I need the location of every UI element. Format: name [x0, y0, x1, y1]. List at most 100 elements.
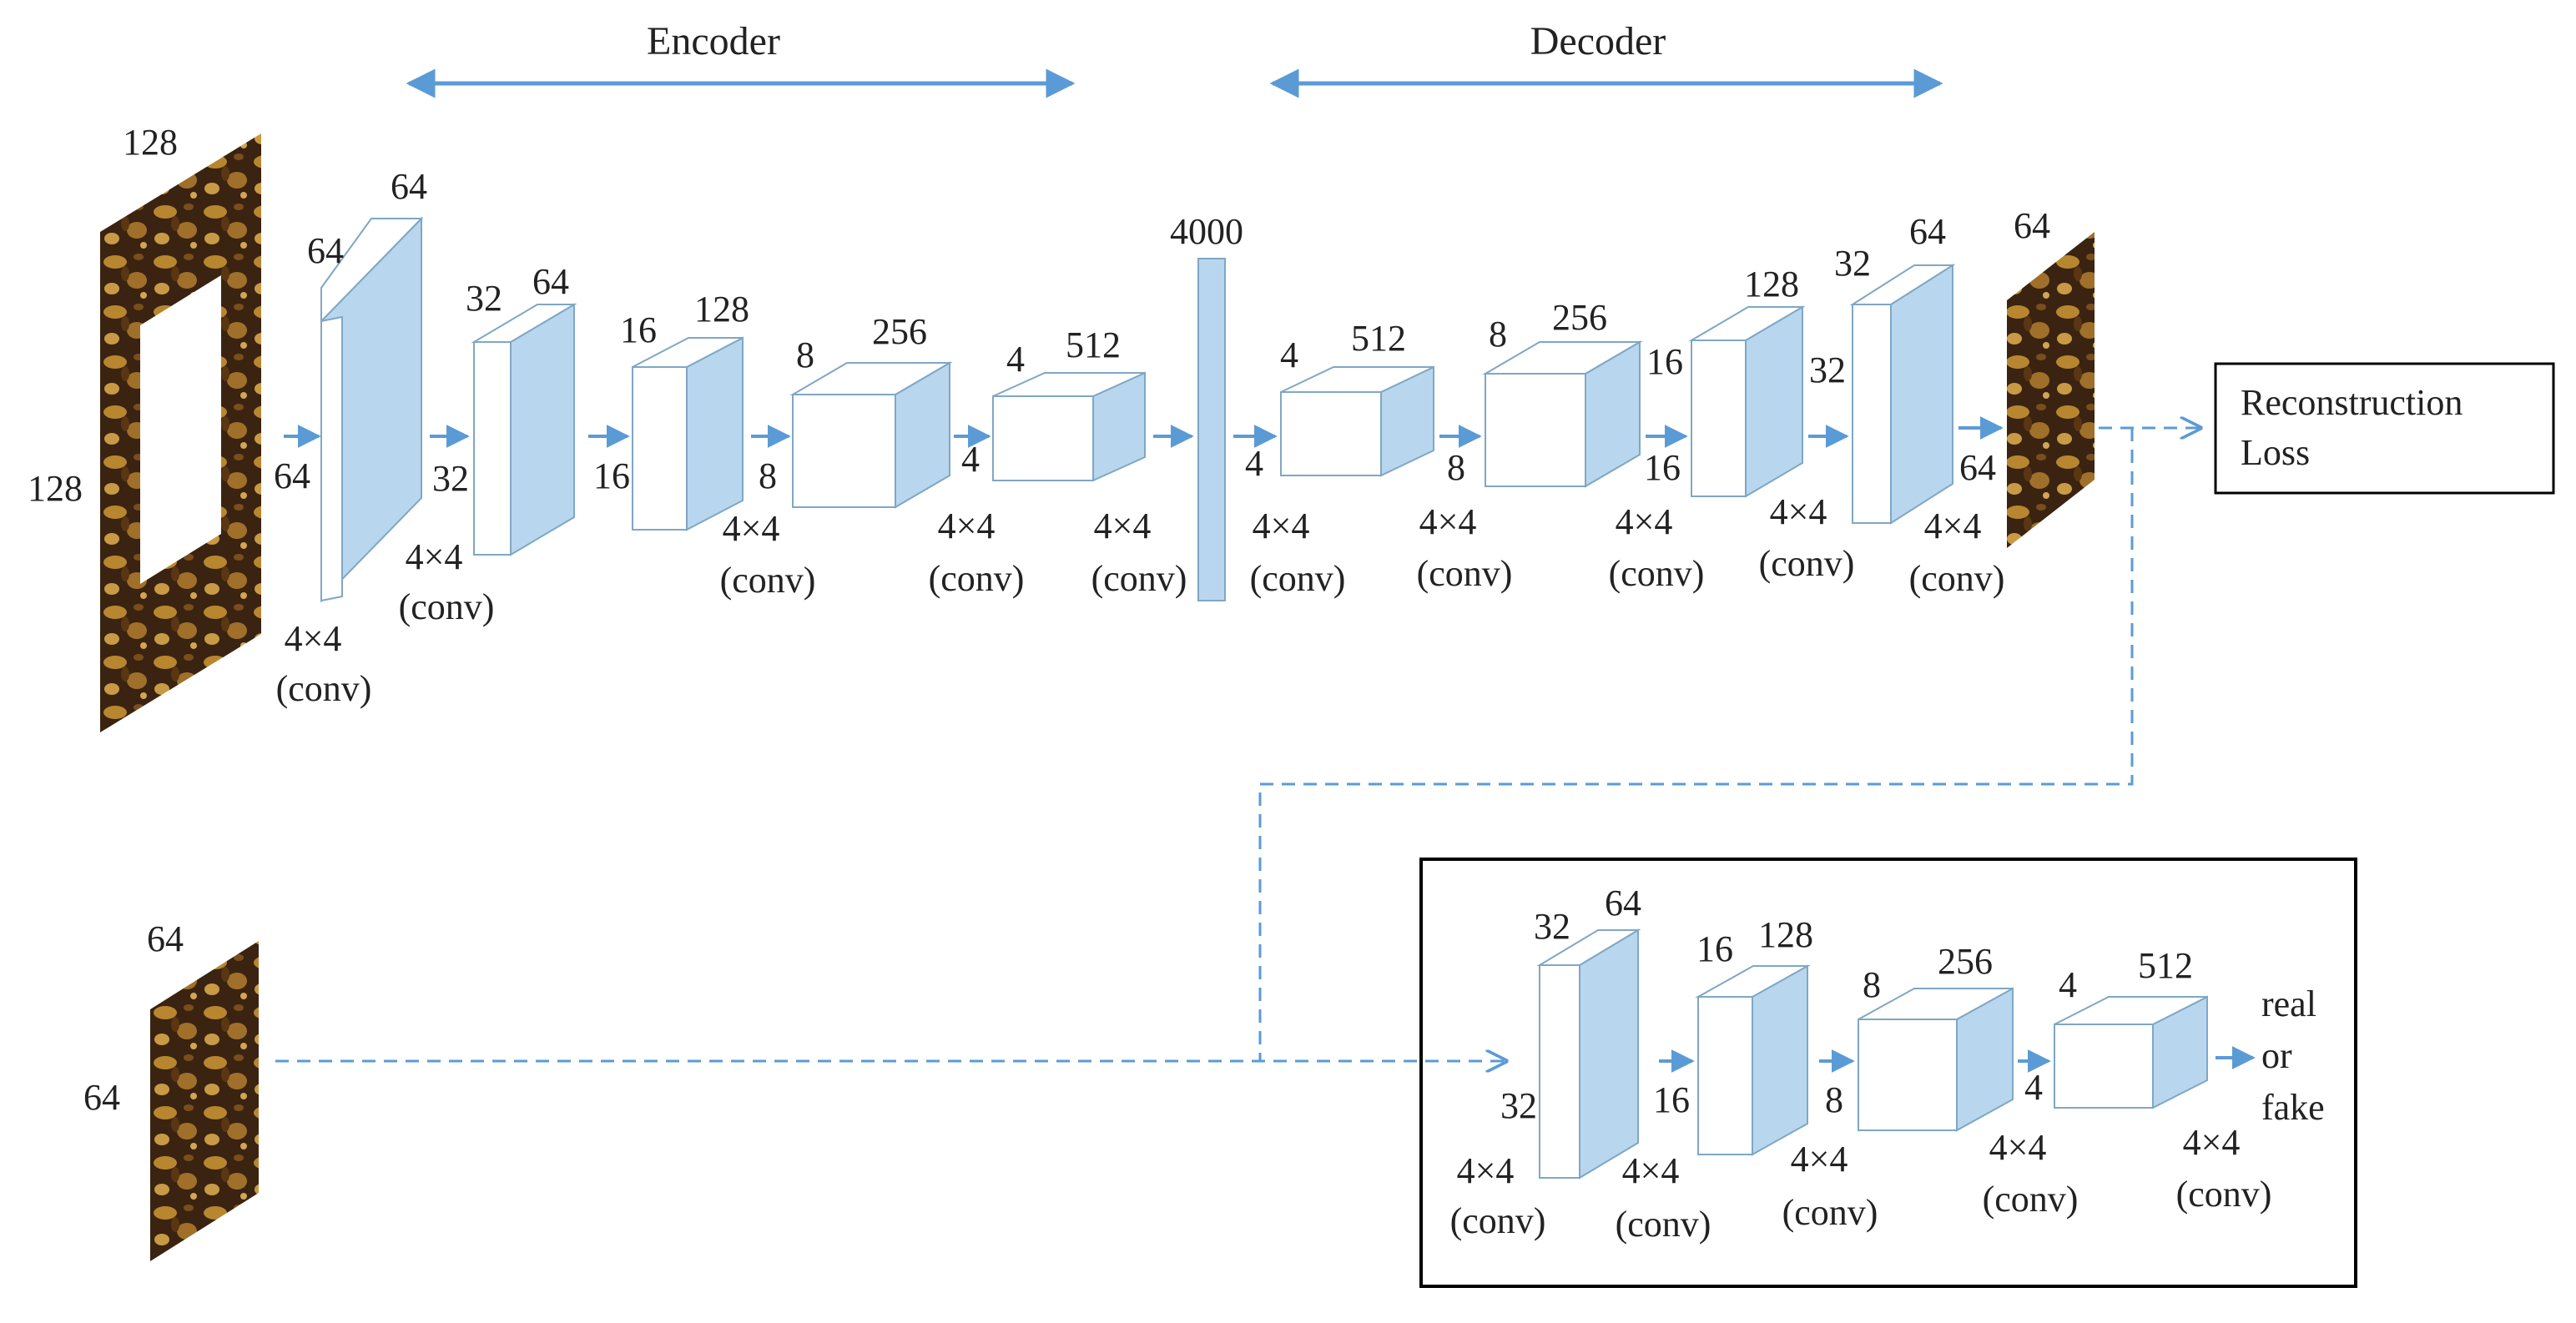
dec2-front-face: [1485, 373, 1586, 487]
enc2-op-label: 4×4: [406, 536, 463, 577]
enc5-block: 4 512 4 4×4 (conv): [961, 324, 1187, 599]
dec4-side-face: [1890, 264, 1953, 525]
disc2-op-label: 4×4: [1622, 1150, 1680, 1191]
real-patch: 64 64: [83, 918, 259, 1261]
disc5-op-label: 4×4: [2183, 1122, 2241, 1163]
discriminator-output: real or fake: [2261, 983, 2325, 1128]
enc5-type-label: (conv): [1091, 558, 1187, 599]
output-image: 64 64: [1959, 205, 2095, 548]
disc-out-line3: fake: [2261, 1087, 2325, 1128]
disc-out-line2: or: [2261, 1035, 2292, 1076]
dec3-type-label: (conv): [1609, 553, 1705, 594]
disc3-front-face: [1858, 1019, 1958, 1131]
input-height-label: 128: [28, 468, 83, 509]
reconstruction-loss: Reconstruction Loss: [2214, 362, 2555, 495]
dec5-type-label: (conv): [1909, 558, 2005, 599]
dec3-h-label: 16: [1646, 341, 1683, 382]
dec5-op-label: 4×4: [1924, 506, 1982, 546]
enc5-h-label: 4: [1006, 339, 1025, 380]
dec2-block: 8 256 8 4×4 (conv): [1417, 297, 1643, 594]
disc4-front-face: [2054, 1024, 2154, 1109]
enc5-front-face: [992, 395, 1094, 481]
dec4-front-face: [1852, 304, 1892, 524]
enc2-side-face: [510, 303, 575, 556]
enc2-front-face: [473, 341, 512, 556]
enc5-d-label: 512: [1066, 324, 1121, 365]
dec4-block: 32 64 32 4×4 (conv): [1759, 211, 1956, 584]
enc3-block: 16 128 16 4×4 (conv): [593, 289, 815, 601]
enc3-front-face: [632, 366, 688, 531]
disc1-w-label: 32: [1500, 1085, 1537, 1126]
disc4-d-label: 512: [2138, 945, 2193, 986]
disc3-d-label: 256: [1938, 941, 1993, 982]
loss-line1: Reconstruction: [2241, 382, 2463, 423]
enc3-d-label: 128: [694, 289, 749, 329]
dec4-d-label: 64: [1909, 211, 1946, 252]
dec4-w-label: 32: [1809, 350, 1846, 390]
dec1-block: 4 512 4 4×4 (conv): [1245, 318, 1434, 599]
disc3-block: 8 256 8 4×4 (conv): [1782, 941, 2014, 1233]
disc-out-line1: real: [2261, 983, 2316, 1024]
loss-line2: Loss: [2241, 432, 2310, 473]
dec3-op-label: 4×4: [1616, 501, 1673, 542]
disc2-h-label: 16: [1696, 928, 1733, 969]
disc1-d-label: 64: [1605, 883, 1641, 923]
enc1-w-label: 64: [274, 455, 310, 496]
output-side-label: 64: [1959, 447, 1996, 488]
disc1-op-label: 4×4: [1457, 1150, 1515, 1191]
disc2-d-label: 128: [1758, 914, 1813, 955]
dashed-connectors: [275, 428, 2200, 1061]
dec1-front-face: [1280, 391, 1382, 476]
enc1-block: 64 64 64 4×4 (conv): [274, 166, 427, 709]
enc3-type-label: (conv): [720, 560, 816, 601]
dec1-type-label: (conv): [1250, 558, 1346, 599]
loss-box: [2214, 362, 2555, 495]
enc5-w-label: 4: [961, 439, 980, 480]
enc2-d-label: 64: [532, 261, 569, 302]
enc4-type-label: (conv): [929, 558, 1025, 599]
disc1-front-face: [1539, 964, 1580, 1179]
discriminator-arrows: [1659, 1046, 2256, 1073]
enc4-h-label: 8: [796, 335, 814, 375]
dec3-front-face: [1691, 340, 1747, 497]
input-masked-image: 128 128: [28, 122, 261, 732]
decoder-title: Decoder: [1530, 19, 1666, 63]
enc5-op-label: 4×4: [1094, 506, 1152, 546]
enc4-w-label: 8: [759, 455, 777, 496]
enc4-d-label: 256: [872, 311, 927, 352]
real-patch-texture: [150, 941, 259, 1261]
disc2-w-label: 16: [1653, 1079, 1690, 1120]
real-patch-side-label: 64: [83, 1077, 120, 1118]
bottleneck-block: 4000: [1170, 211, 1243, 601]
forward-arrows: [284, 416, 2004, 448]
enc3-side-face: [686, 336, 744, 531]
discriminator-frame: [1419, 858, 2357, 1288]
encoder-header: Encoder: [406, 19, 1076, 98]
enc4-block: 8 256 8 4×4 (conv): [759, 311, 1024, 599]
input-mask-hole: [140, 275, 221, 584]
disc3-h-label: 8: [1863, 964, 1881, 1005]
dec1-h-label: 4: [1280, 335, 1298, 375]
dec2-op-label: 4×4: [1419, 501, 1477, 542]
dec1-w-label: 4: [1245, 443, 1263, 484]
enc2-block: 32 64 32 4×4 (conv): [399, 261, 577, 627]
enc1-front-face: [320, 315, 343, 602]
enc2-h-label: 32: [466, 278, 502, 319]
enc3-w-label: 16: [593, 455, 630, 496]
disc3-w-label: 8: [1825, 1079, 1843, 1120]
enc3-h-label: 16: [620, 309, 657, 350]
enc1-h-label: 64: [307, 230, 344, 271]
dec3-w-label: 16: [1644, 447, 1681, 488]
disc3-type-label: (conv): [1782, 1192, 1878, 1233]
enc2-w-label: 32: [432, 458, 469, 499]
enc1-top-face: [320, 218, 424, 324]
decoder-header: Decoder: [1269, 19, 1943, 98]
encoder-title: Encoder: [647, 19, 780, 63]
bottleneck-bar: [1197, 258, 1226, 601]
dec2-d-label: 256: [1552, 297, 1607, 338]
disc2-type-label: (conv): [1616, 1204, 1711, 1245]
dec4-h-label: 32: [1834, 243, 1871, 284]
real-patch-top-label: 64: [147, 918, 184, 959]
